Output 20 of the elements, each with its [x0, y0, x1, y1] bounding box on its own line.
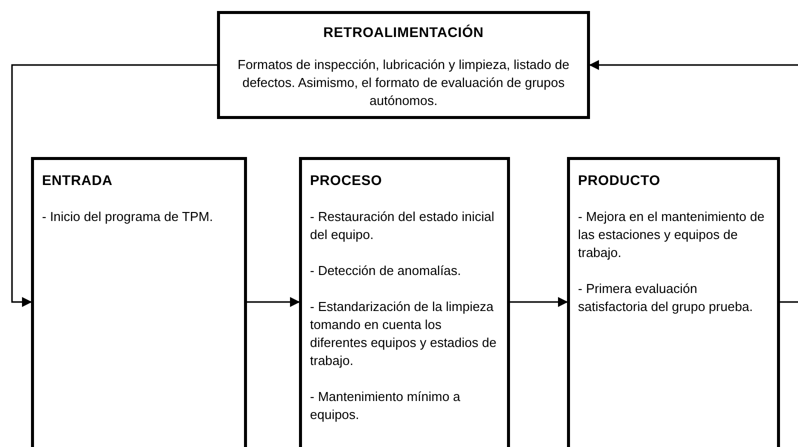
- process-box: [31, 157, 247, 447]
- box-text: - Estandarización de la limpieza tomando en cuenta los diferentes equipos y estadios de trabajo.: [310, 298, 498, 370]
- process-box: [217, 11, 590, 119]
- box-text: - Mejora en el mantenimiento de las estaciones y equipos de trabajo.: [578, 208, 766, 262]
- arrow: [11, 64, 217, 307]
- arrow: [589, 60, 798, 70]
- box-heading: PROCESO: [310, 172, 384, 188]
- box-text: - Detección de anomalías.: [310, 262, 462, 280]
- box-text: - Restauración del estado inicial del equipo.: [310, 208, 496, 244]
- process-box: [567, 157, 780, 447]
- box-heading: PRODUCTO: [578, 172, 662, 188]
- arrow: [247, 297, 300, 307]
- box-text: - Inicio del programa de TPM.: [42, 208, 214, 226]
- arrow: [510, 297, 568, 307]
- box-text: Formatos de inspección, lubricación y limpieza, listado de defectos. Asimismo, el formato de evaluación de grupos autónomos.: [236, 56, 570, 110]
- process-box: [299, 157, 510, 447]
- box-heading: ENTRADA: [42, 172, 114, 188]
- box-text: - Primera evaluación satisfactoria del grupo prueba.: [578, 280, 754, 316]
- box-text: - Mantenimiento mínimo a equipos.: [310, 388, 462, 424]
- box-heading: RETROALIMENTACIÓN: [322, 24, 485, 40]
